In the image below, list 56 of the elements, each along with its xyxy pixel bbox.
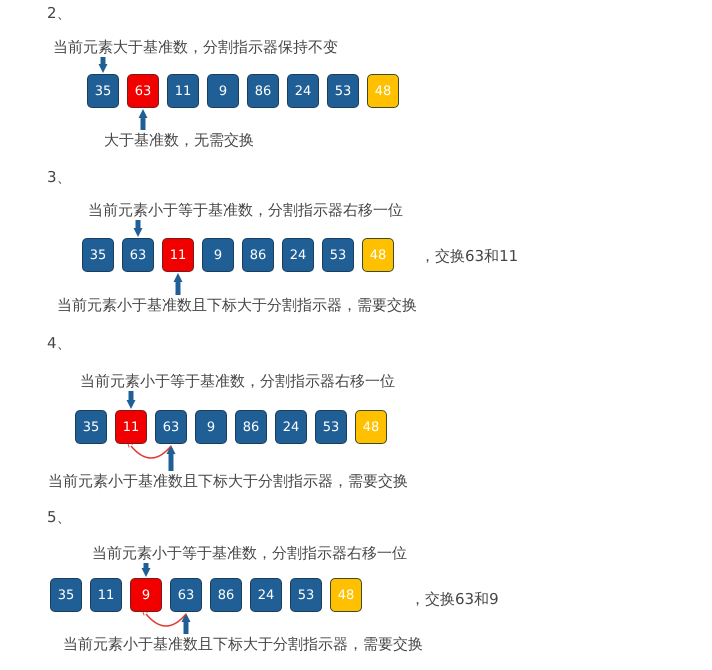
pointer-arrow xyxy=(126,391,136,409)
swap-note: ，交换63和11 xyxy=(420,247,518,265)
pointer-arrow xyxy=(134,220,142,237)
array-cell: 63 xyxy=(122,238,154,272)
array-cell: 9 xyxy=(195,410,227,444)
step-number: 2、 xyxy=(47,4,72,22)
array-cell: 24 xyxy=(275,410,307,444)
array-cell: 9 xyxy=(130,578,162,612)
array-cell: 48 xyxy=(367,74,399,108)
step-number: 5、 xyxy=(47,508,72,526)
array-cell: 24 xyxy=(250,578,282,612)
pointer-note: 当前元素小于基准数且下标大于分割指示器，需要交换 xyxy=(63,635,423,653)
array-cell: 35 xyxy=(87,74,119,108)
array-cell: 53 xyxy=(315,410,347,444)
array-cell: 86 xyxy=(242,238,274,272)
pointer-note: 当前元素小于等于基准数，分割指示器右移一位 xyxy=(92,544,407,562)
pointer-arrow xyxy=(182,613,190,634)
array-cell: 24 xyxy=(282,238,314,272)
array-cell: 48 xyxy=(355,410,387,444)
array-cell: 11 xyxy=(167,74,199,108)
array-cell: 48 xyxy=(362,238,394,272)
array-cell: 53 xyxy=(290,578,322,612)
pointer-note: 当前元素小于基准数且下标大于分割指示器，需要交换 xyxy=(57,296,417,314)
array-cell: 11 xyxy=(115,410,147,444)
pointer-arrow xyxy=(142,563,150,577)
array-cell: 63 xyxy=(127,74,159,108)
array-cell: 63 xyxy=(170,578,202,612)
array-cell: 63 xyxy=(155,410,187,444)
pointer-note: 当前元素小于等于基准数，分割指示器右移一位 xyxy=(88,201,403,219)
swap-note: ，交换63和9 xyxy=(410,590,499,608)
array-cell: 9 xyxy=(202,238,234,272)
pointer-arrow xyxy=(138,109,148,130)
step-number: 4、 xyxy=(47,334,72,352)
array-cell: 24 xyxy=(287,74,319,108)
pointer-note: 当前元素小于等于基准数，分割指示器右移一位 xyxy=(80,372,395,390)
step-number: 3、 xyxy=(47,168,72,186)
array-cell: 35 xyxy=(50,578,82,612)
array-cell: 11 xyxy=(162,238,194,272)
array-cell: 86 xyxy=(210,578,242,612)
array-cell: 35 xyxy=(82,238,114,272)
array-cell: 35 xyxy=(75,410,107,444)
array-cell: 9 xyxy=(207,74,239,108)
array-cell: 86 xyxy=(235,410,267,444)
pointer-note: 大于基准数，无需交换 xyxy=(104,131,254,149)
array-cell: 53 xyxy=(322,238,354,272)
pointer-arrow xyxy=(98,57,108,73)
array-cell: 11 xyxy=(90,578,122,612)
array-cell: 86 xyxy=(247,74,279,108)
swap-arrow xyxy=(142,609,187,627)
swap-arrow xyxy=(126,441,172,459)
pointer-note: 当前元素小于基准数且下标大于分割指示器，需要交换 xyxy=(48,472,408,490)
array-cell: 53 xyxy=(327,74,359,108)
pointer-arrow xyxy=(174,273,182,295)
pointer-arrow xyxy=(166,445,176,471)
pointer-note: 当前元素大于基准数，分割指示器保持不变 xyxy=(53,38,338,56)
array-cell: 48 xyxy=(330,578,362,612)
